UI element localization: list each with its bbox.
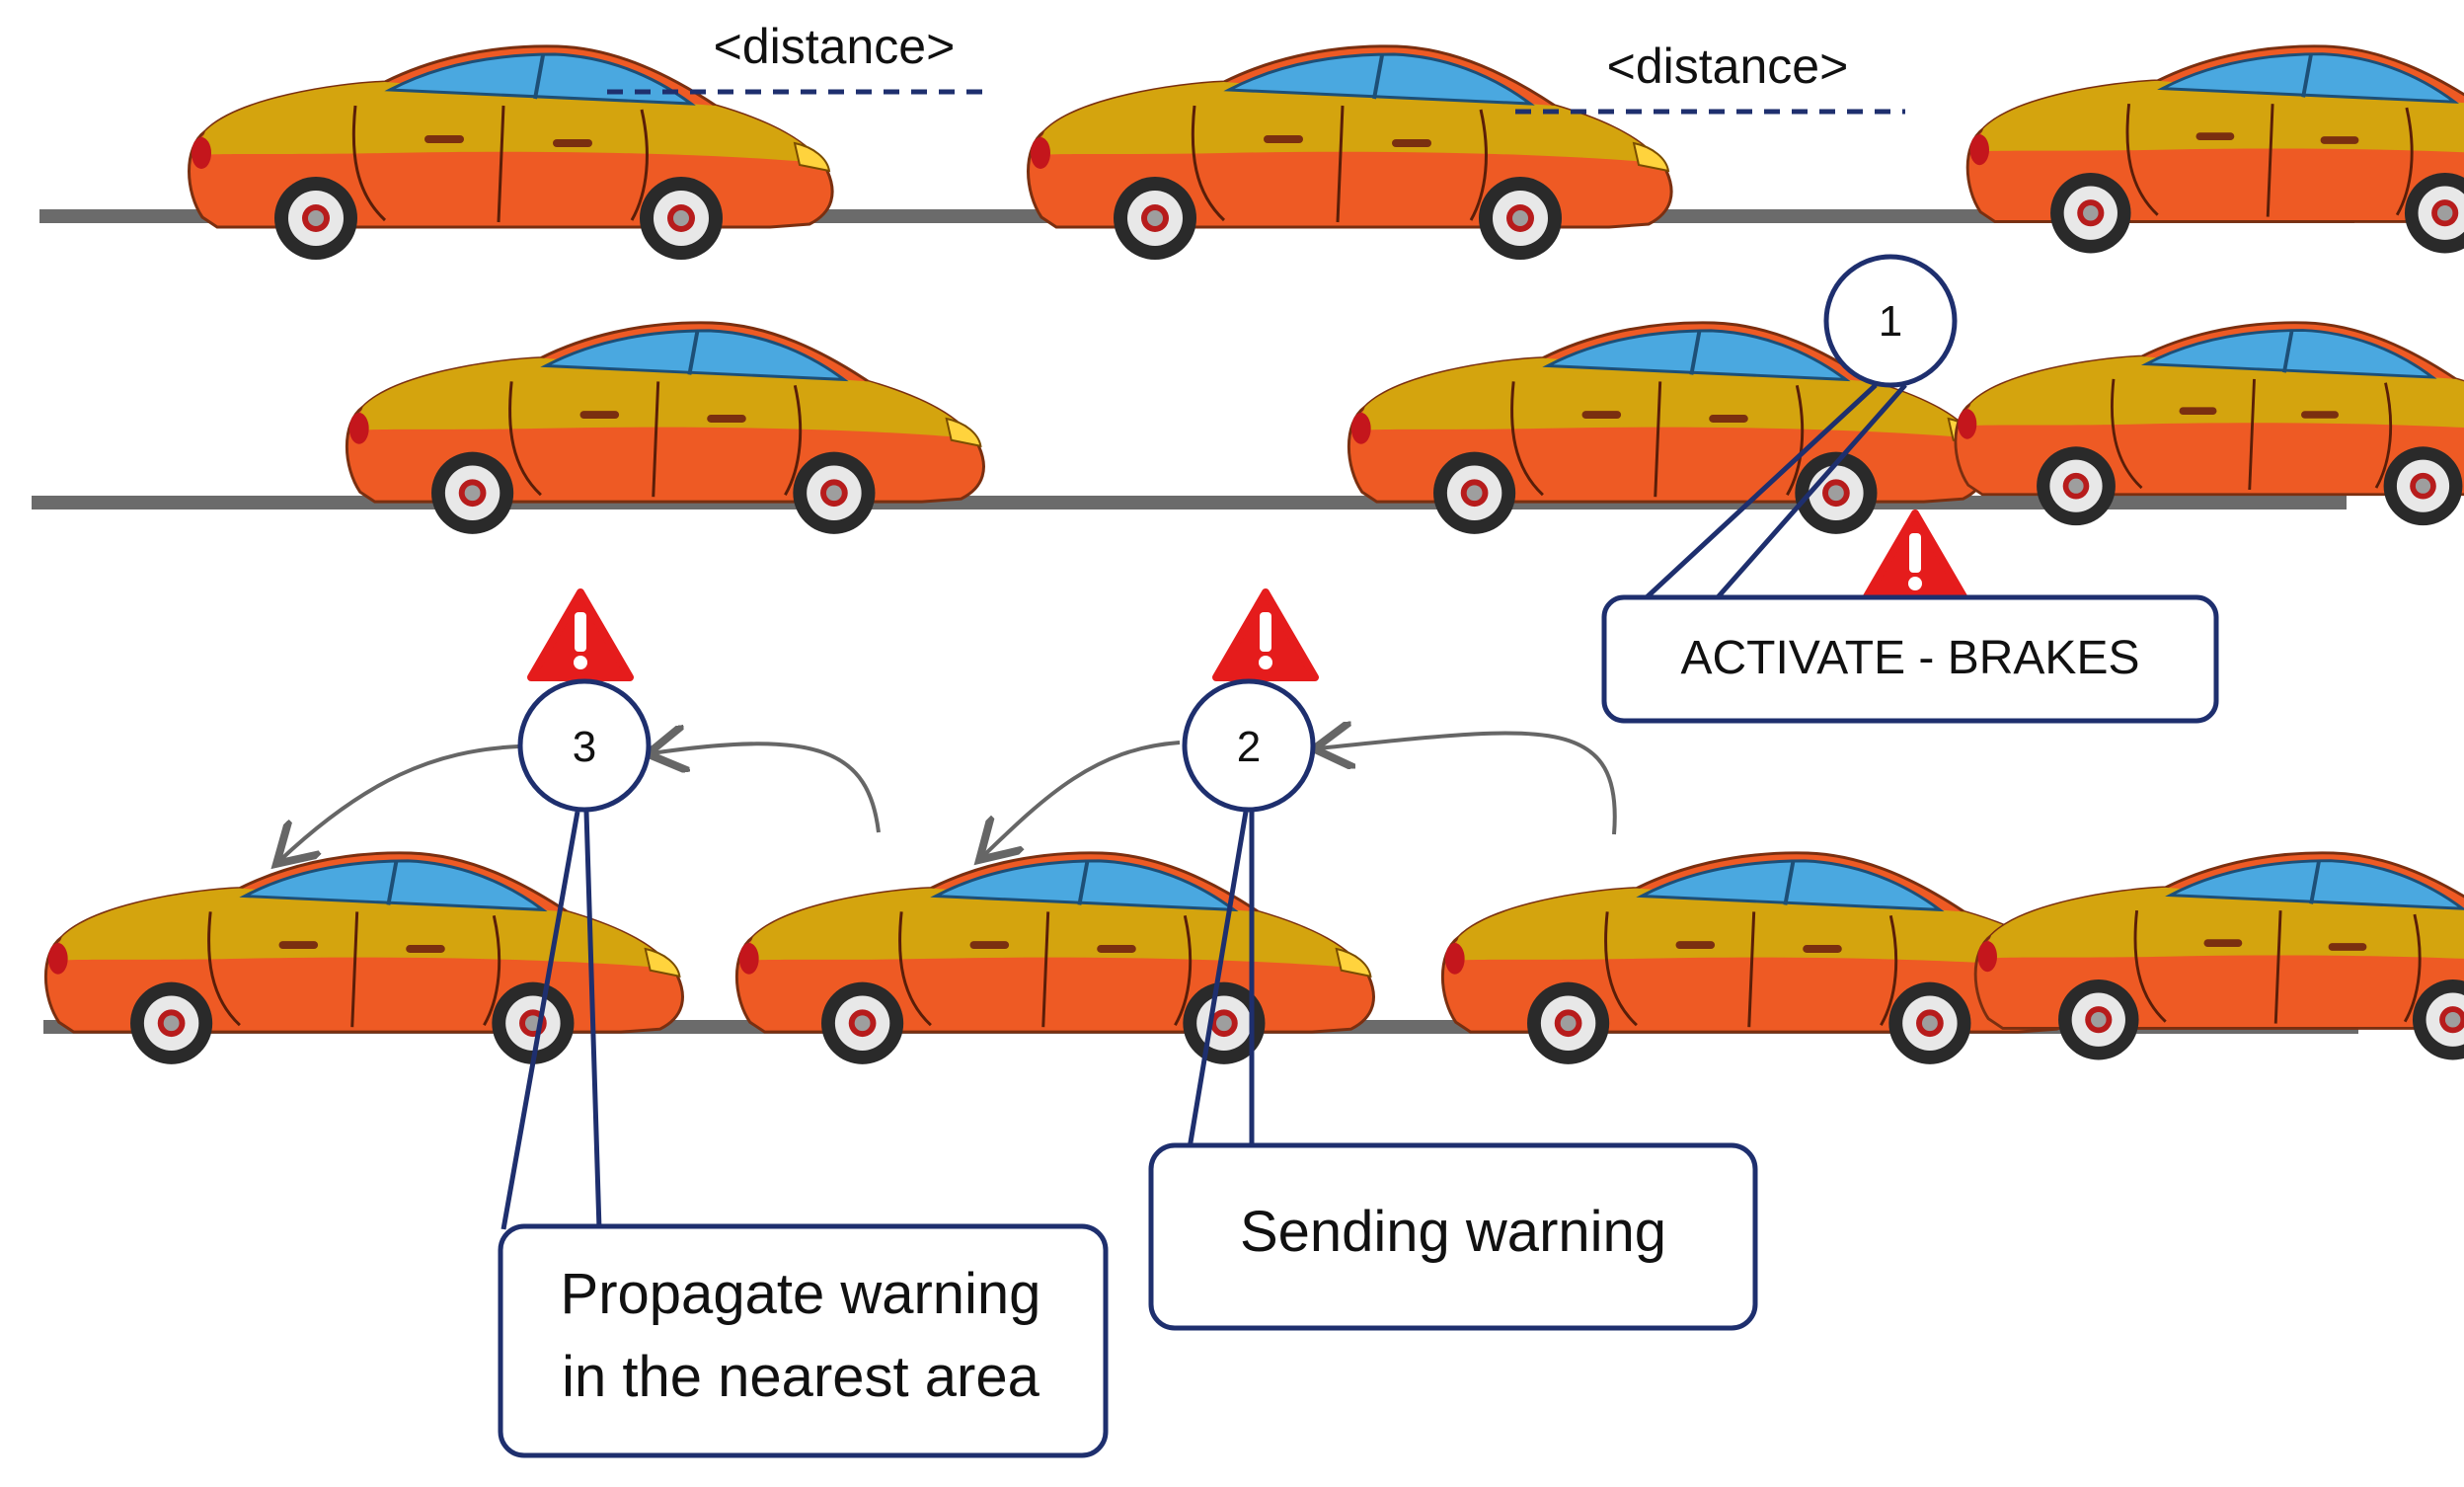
step-3-callout: 3 Propagate warning in the nearest area (498, 678, 1109, 1458)
car-icon (1954, 320, 2464, 528)
step-3-label-line-1: Propagate warning (561, 1262, 1041, 1326)
distance-label: <distance> (714, 19, 956, 74)
step-2-box (1148, 1142, 1758, 1331)
step-2-number: 2 (1237, 723, 1261, 771)
step-3-box (498, 1223, 1109, 1458)
warning-arrow (652, 744, 881, 833)
step-1-box (1601, 594, 2219, 724)
step-2-pointer (1187, 811, 1255, 1149)
step-3-label-line-2: in the nearest area (562, 1345, 1040, 1409)
car-icon (734, 850, 1376, 1066)
step-2-callout: 2 Sending warning (1148, 678, 1758, 1331)
car-icon (1965, 43, 2464, 256)
car-icon (345, 320, 986, 536)
warning-arrow (982, 741, 1181, 857)
car-icon (187, 43, 835, 262)
warning-triangle-icon (531, 592, 630, 677)
warning-arrow (279, 744, 519, 861)
car-icon (1026, 43, 1674, 262)
step-1-circle (1823, 254, 1958, 388)
step-1-callout: 1 ACTIVATE - BRAKES (1601, 254, 2219, 724)
warning-triangle-icon (1216, 592, 1315, 677)
step-2-label: Sending warning (1240, 1200, 1666, 1264)
distance-label: <distance> (1607, 39, 1849, 94)
warning-arrow (1318, 733, 1617, 835)
step-1-label: ACTIVATE - BRAKES (1681, 632, 2140, 684)
step-3-circle (517, 678, 652, 813)
step-3-number: 3 (573, 723, 596, 771)
step-3-pointer (500, 811, 602, 1230)
step-1-number: 1 (1879, 297, 1902, 346)
step-2-circle (1182, 678, 1316, 813)
warning-triangle-icon (1866, 513, 1964, 598)
car-icon (1973, 850, 2464, 1062)
